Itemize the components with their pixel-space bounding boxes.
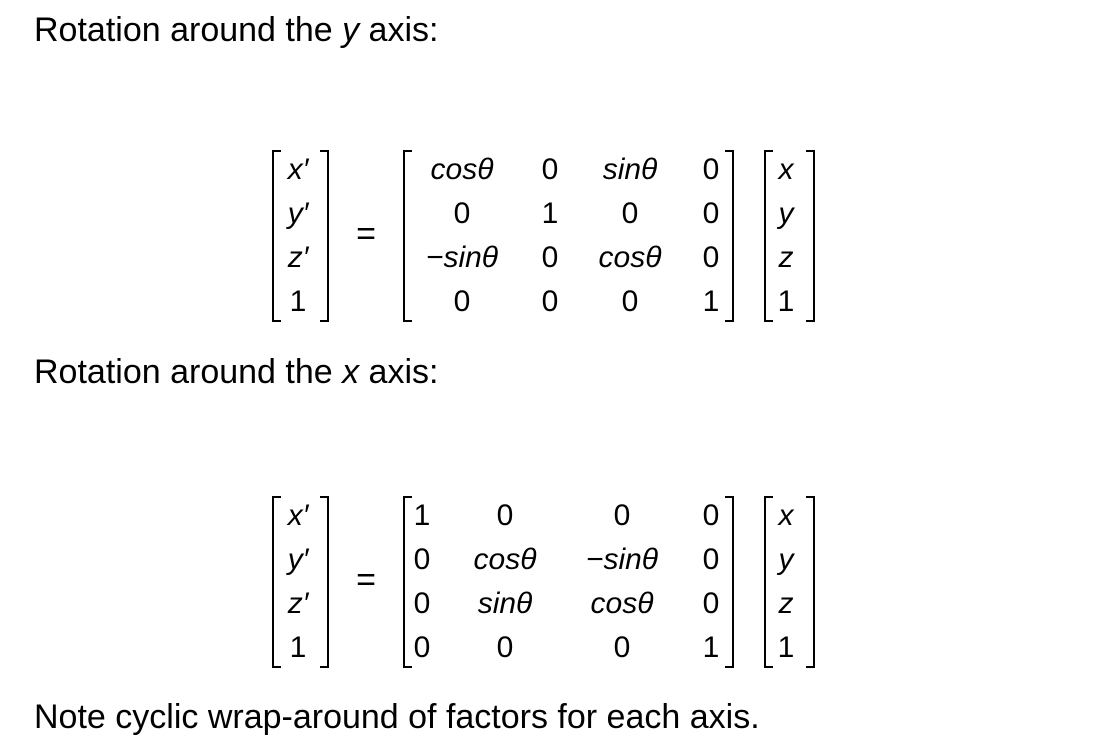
- input-vector-entry: y: [778, 543, 794, 576]
- output-vector-entry: z′: [287, 241, 309, 274]
- input-vector-left-bracket: [764, 496, 773, 668]
- equals-sign: =: [356, 561, 376, 599]
- matrix-entry: 0: [496, 499, 514, 532]
- heading-suffix: axis:: [359, 11, 439, 49]
- matrix-right-bracket: [725, 496, 734, 668]
- input-vector-right-bracket: [806, 150, 815, 322]
- input-vector-entry: 1: [777, 631, 795, 664]
- matrix-entry: 0: [613, 631, 631, 664]
- input-vector-entry: y: [778, 197, 794, 230]
- matrix-entry: 0: [621, 285, 639, 318]
- heading-suffix: axis:: [359, 353, 439, 391]
- input-vector-right-bracket: [806, 496, 815, 668]
- matrix-entry: cosθ: [590, 587, 654, 620]
- matrix-entry: cosθ: [430, 153, 494, 186]
- matrix-entry: 0: [453, 197, 471, 230]
- matrix-entry: 0: [413, 543, 431, 576]
- input-vector-entry: x: [778, 153, 794, 186]
- output-vector-left-bracket: [272, 496, 281, 668]
- heading-prefix: Rotation around the: [34, 353, 343, 391]
- matrix-left-bracket: [403, 150, 412, 322]
- input-vector-entry: z: [778, 241, 794, 274]
- output-vector-entry: y′: [287, 543, 309, 576]
- output-vector-entry: y′: [287, 197, 309, 230]
- equals-sign: =: [356, 215, 376, 253]
- output-vector-left-bracket: [272, 150, 281, 322]
- output-vector-entry: x′: [287, 153, 309, 186]
- matrix-entry: 1: [541, 197, 559, 230]
- output-vector-entry: z′: [287, 587, 309, 620]
- matrix-right-bracket: [725, 150, 734, 322]
- matrix-entry: 0: [541, 285, 559, 318]
- heading-rotation-x: Rotation around the x axis:: [34, 352, 438, 392]
- matrix-entry: 1: [702, 631, 720, 664]
- matrix-entry: sinθ: [477, 587, 533, 620]
- matrix-entry: 1: [413, 499, 431, 532]
- output-vector-entry: x′: [287, 499, 309, 532]
- matrix-left-bracket: [403, 496, 412, 668]
- input-vector-entry: z: [778, 587, 794, 620]
- matrix-entry: 0: [702, 587, 720, 620]
- output-vector-entry: 1: [289, 631, 307, 664]
- matrix-entry: sinθ: [602, 153, 658, 186]
- output-vector-right-bracket: [320, 150, 329, 322]
- matrix-entry: 0: [413, 631, 431, 664]
- matrix-entry: 0: [702, 197, 720, 230]
- heading-prefix: Rotation around the: [34, 11, 343, 49]
- matrix-entry: 0: [541, 153, 559, 186]
- matrix-entry: 0: [702, 543, 720, 576]
- note-text: Note cyclic wrap-around of factors for e…: [34, 698, 760, 736]
- heading-axis-variable: x: [342, 353, 360, 391]
- matrix-entry: 0: [702, 153, 720, 186]
- matrix-entry: 0: [496, 631, 514, 664]
- matrix-entry: 1: [702, 285, 720, 318]
- matrix-entry: 0: [702, 241, 720, 274]
- matrix-entry: −sinθ: [585, 543, 659, 576]
- input-vector-left-bracket: [764, 150, 773, 322]
- matrix-entry: 0: [541, 241, 559, 274]
- heading-rotation-y: Rotation around the y axis:: [34, 10, 438, 50]
- output-vector-entry: 1: [289, 285, 307, 318]
- matrix-entry: −sinθ: [425, 241, 499, 274]
- matrix-entry: 0: [621, 197, 639, 230]
- matrix-entry: cosθ: [473, 543, 537, 576]
- matrix-entry: 0: [613, 499, 631, 532]
- matrix-entry: 0: [453, 285, 471, 318]
- output-vector-right-bracket: [320, 496, 329, 668]
- input-vector-entry: 1: [777, 285, 795, 318]
- heading-axis-variable: y: [342, 11, 360, 49]
- input-vector-entry: x: [778, 499, 794, 532]
- matrix-entry: 0: [702, 499, 720, 532]
- matrix-entry: cosθ: [598, 241, 662, 274]
- matrix-entry: 0: [413, 587, 431, 620]
